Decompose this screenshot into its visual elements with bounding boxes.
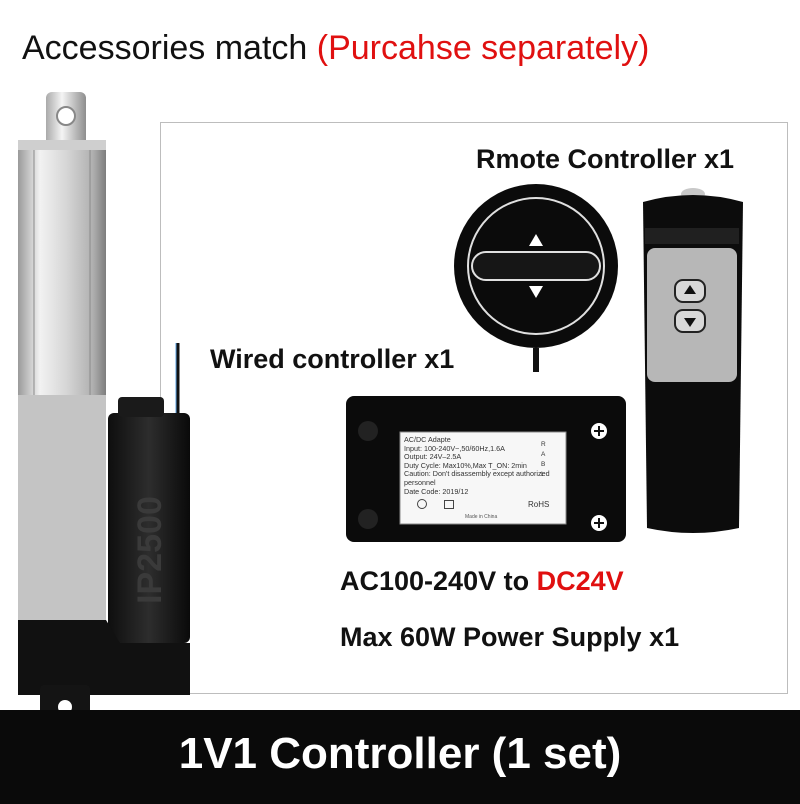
voltage-highlight: DC24V	[536, 566, 624, 596]
footer-banner: 1V1 Controller (1 set)	[0, 710, 800, 804]
actuator-motor-housing	[18, 395, 190, 715]
adapter-square-icon	[444, 500, 454, 509]
power-supply-label: Max 60W Power Supply x1	[340, 622, 680, 652]
linear-actuator-image	[18, 92, 180, 620]
side-letter-b: B	[541, 461, 546, 468]
wired-controller-image	[454, 184, 618, 372]
remote-controller-image	[643, 188, 743, 533]
adapter-output: Output: 24V–2.5A	[404, 452, 462, 462]
adapter-rohs: RoHS	[528, 500, 550, 509]
adapter-caution-2: personnel	[404, 477, 436, 487]
side-letter-r: R	[541, 441, 546, 448]
adapter-symbol-icon	[417, 499, 427, 509]
wired-controller-label: Wired controller x1	[210, 344, 455, 374]
adapter-duty: Duty Cycle: Max10%,Max T_ON: 2min	[404, 460, 527, 470]
side-letter-l: L	[541, 471, 545, 478]
adapter-date: Date Code: 2019/12	[404, 486, 469, 496]
adapter-caution: Caution: Don't disassembly except author…	[404, 469, 550, 479]
adapter-title: AC/DC Adapte	[404, 435, 451, 444]
header-title: Accessories match (Purcahse separately)	[22, 28, 649, 68]
motor-ip-rating-text: IP2500	[131, 496, 169, 604]
adapter-input: Input: 100-240V~,50/60Hz,1.6A	[404, 443, 505, 453]
adapter-side-letters: R A B L	[541, 440, 546, 480]
header-prefix: Accessories match	[22, 29, 317, 67]
header-highlight: (Purcahse separately)	[316, 29, 650, 67]
footer-title: 1V1 Controller (1 set)	[178, 729, 622, 778]
side-letter-a: A	[541, 451, 546, 458]
voltage-label: AC100-240V to DC24V	[340, 566, 624, 597]
voltage-prefix: AC100-240V to	[340, 566, 537, 596]
adapter-made-in: Made in China	[465, 514, 498, 520]
remote-controller-label: Rmote Controller x1	[476, 144, 735, 174]
power-adapter-image	[346, 396, 626, 542]
adapter-label: AC/DC Adapte Input: 100-240V~,50/60Hz,1.…	[404, 435, 564, 496]
